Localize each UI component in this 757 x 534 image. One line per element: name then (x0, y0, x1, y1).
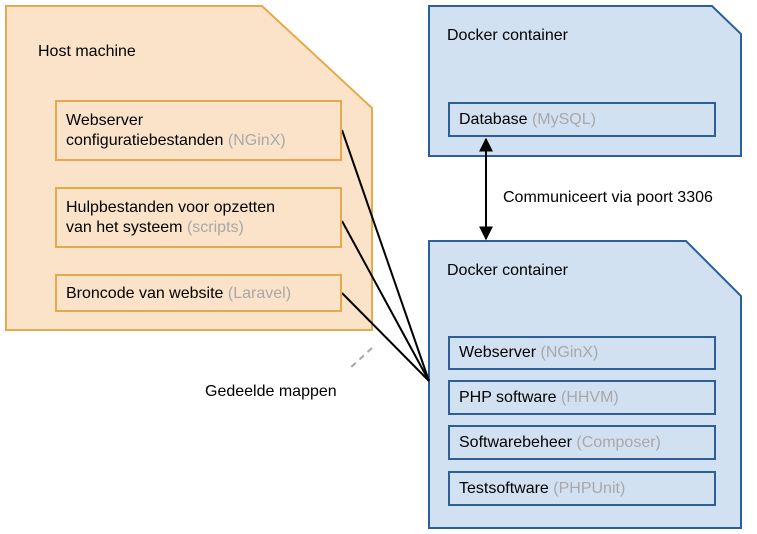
host-item-source: Broncode van website (Laravel) (55, 274, 342, 312)
app-item-composer: Softwarebeheer (Composer) (448, 425, 716, 460)
testing-tech: (PHPUnit) (553, 479, 626, 497)
host-machine-title: Host machine (38, 43, 136, 60)
webserver-tech: (NGinX) (540, 344, 599, 361)
app-item-php: PHP software (HHVM) (448, 380, 716, 415)
app-item-testing: Testsoftware (PHPUnit) (448, 471, 716, 506)
app-item-webserver: Webserver (NGinX) (448, 336, 716, 370)
database-name: Database (459, 110, 528, 128)
db-item-database: Database (MySQL) (448, 102, 716, 137)
db-container-title: Docker container (447, 27, 568, 44)
source-tech: (Laravel) (227, 285, 292, 302)
source-name: Broncode van website (66, 285, 224, 302)
shared-link-source (341, 292, 430, 382)
scripts-tech: (scripts) (186, 219, 244, 236)
port-link-label: Communiceert via poort 3306 (503, 189, 713, 206)
webserver-name: Webserver (459, 344, 537, 361)
scripts-name-line2: van het systeem (66, 219, 183, 236)
shared-link-scripts (341, 220, 430, 382)
composer-name: Softwarebeheer (459, 433, 572, 451)
testing-name: Testsoftware (459, 479, 549, 497)
app-container-title: Docker container (447, 262, 568, 279)
shared-folders-label: Gedeelde mappen (205, 383, 337, 400)
host-item-scripts: Hulpbestanden voor opzetten van het syst… (55, 187, 342, 248)
composer-tech: (Composer) (576, 433, 661, 451)
database-tech: (MySQL) (531, 110, 596, 128)
shared-link-config (341, 129, 430, 382)
config-name-line2: configuratiebestanden (66, 132, 224, 149)
shared-folders-leader (348, 347, 373, 370)
php-name: PHP software (459, 388, 557, 406)
config-name-line1: Webserver (66, 112, 144, 129)
host-item-config: Webserver configuratiebestanden (NGinX) (55, 100, 342, 161)
scripts-name-line1: Hulpbestanden voor opzetten (66, 199, 276, 216)
config-tech: (NGinX) (227, 132, 286, 149)
php-tech: (HHVM) (560, 388, 619, 406)
